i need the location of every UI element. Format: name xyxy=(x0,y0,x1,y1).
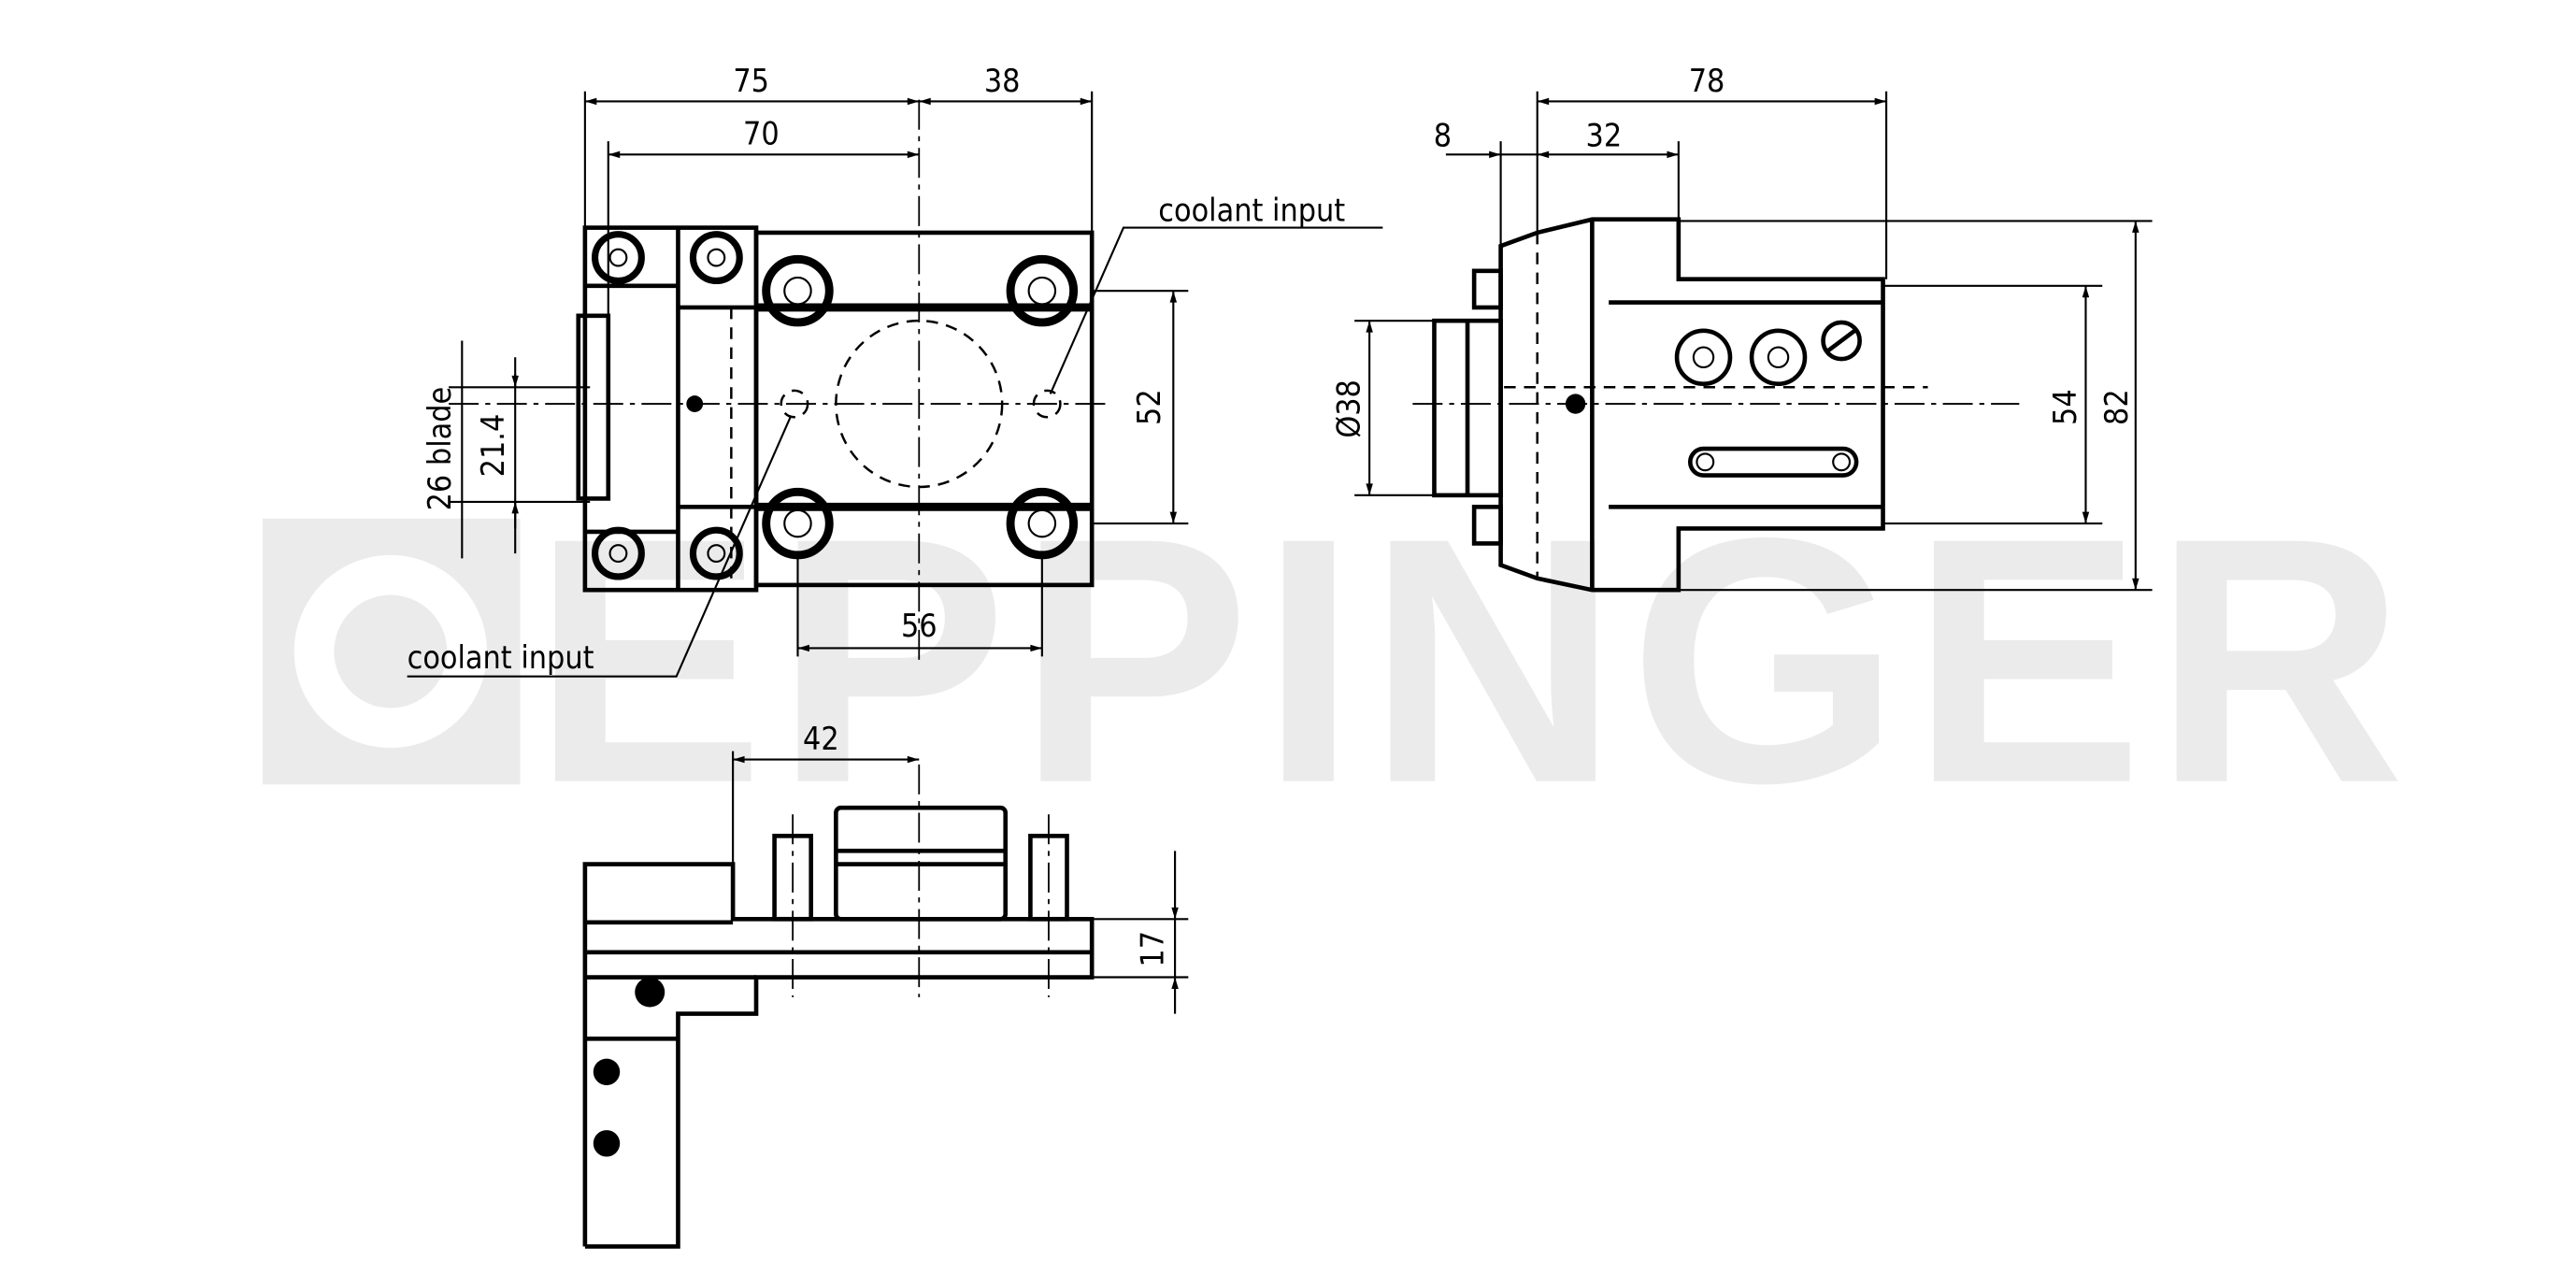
dim-75: 75 xyxy=(733,63,769,99)
dim-78: 78 xyxy=(1689,63,1725,99)
top-view: 75 38 70 52 56 21.4 26 blade coolant inp… xyxy=(408,63,1383,678)
front-view: 42 17 xyxy=(582,721,1189,1249)
dim-38: 38 xyxy=(984,63,1021,99)
dim-26-blade: 26 blade xyxy=(422,387,458,511)
coolant-input-label-left: coolant input xyxy=(408,639,594,676)
adjust-screw-icons xyxy=(1674,320,1862,478)
bolt-icons xyxy=(591,231,1079,580)
dim-17: 17 xyxy=(1135,931,1171,967)
dim-54: 54 xyxy=(2047,389,2083,425)
dim-8: 8 xyxy=(1434,117,1452,153)
dim-diameter-38: Ø38 xyxy=(1330,379,1367,438)
dim-42: 42 xyxy=(803,721,839,757)
dim-32: 32 xyxy=(1586,117,1623,153)
dim-21-4: 21.4 xyxy=(475,414,511,478)
dim-82: 82 xyxy=(2098,389,2135,425)
eppinger-watermark-logo: EPPINGER xyxy=(262,466,2415,856)
side-view: 78 8 32 Ø38 54 82 xyxy=(1330,63,2153,593)
coolant-input-label-right: coolant input xyxy=(1158,192,1345,228)
dim-52: 52 xyxy=(1131,389,1167,425)
watermark-text: EPPINGER xyxy=(532,466,2415,856)
dim-56: 56 xyxy=(901,608,937,644)
dim-70: 70 xyxy=(743,116,780,152)
